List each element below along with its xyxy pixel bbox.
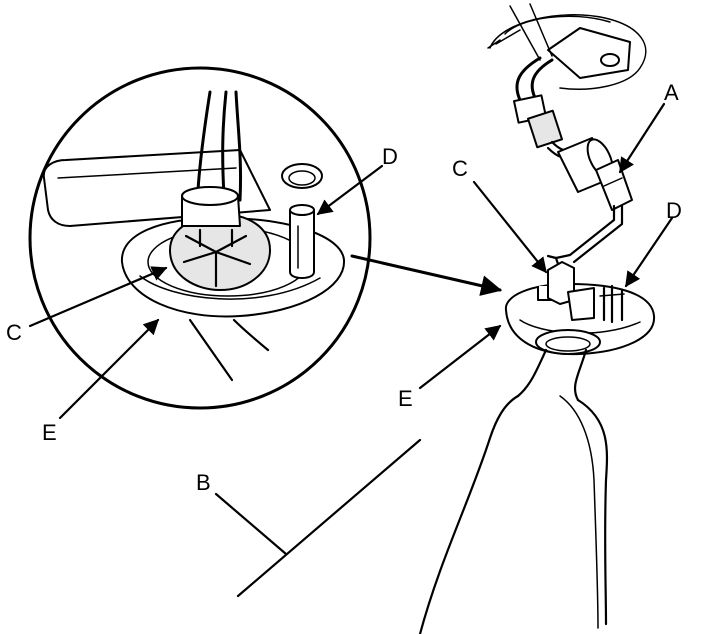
upper-hose	[513, 56, 576, 159]
label-b: B	[196, 470, 211, 495]
detail-pointer-arrow	[350, 254, 503, 297]
leader-e-main	[418, 324, 502, 390]
level-arm	[546, 204, 624, 272]
label-e-main: E	[398, 386, 413, 411]
callout-labels: A B C D E D C E	[6, 80, 682, 495]
label-c-main: C	[452, 156, 468, 181]
filler-neck-top	[487, 3, 647, 90]
main-assembly	[418, 3, 656, 634]
leader-lines	[28, 102, 674, 598]
label-e-detail: E	[42, 420, 57, 445]
label-c-detail: C	[6, 320, 22, 345]
leader-c-detail	[28, 266, 168, 328]
label-d-detail: D	[382, 144, 398, 169]
detail-view	[28, 66, 372, 410]
label-a: A	[664, 80, 679, 105]
leader-c-main	[472, 180, 548, 274]
detail-circle-frame	[28, 66, 372, 410]
leader-b	[214, 492, 288, 556]
sender-flange-main	[504, 261, 656, 356]
connector-a	[557, 137, 633, 211]
label-d-main: D	[666, 198, 682, 223]
leader-a	[618, 102, 666, 174]
leader-e-detail	[58, 318, 160, 420]
filler-pipe	[418, 348, 609, 634]
leader-b-tail	[236, 438, 422, 598]
leader-d-detail	[316, 164, 384, 216]
leader-d-main	[624, 216, 674, 288]
